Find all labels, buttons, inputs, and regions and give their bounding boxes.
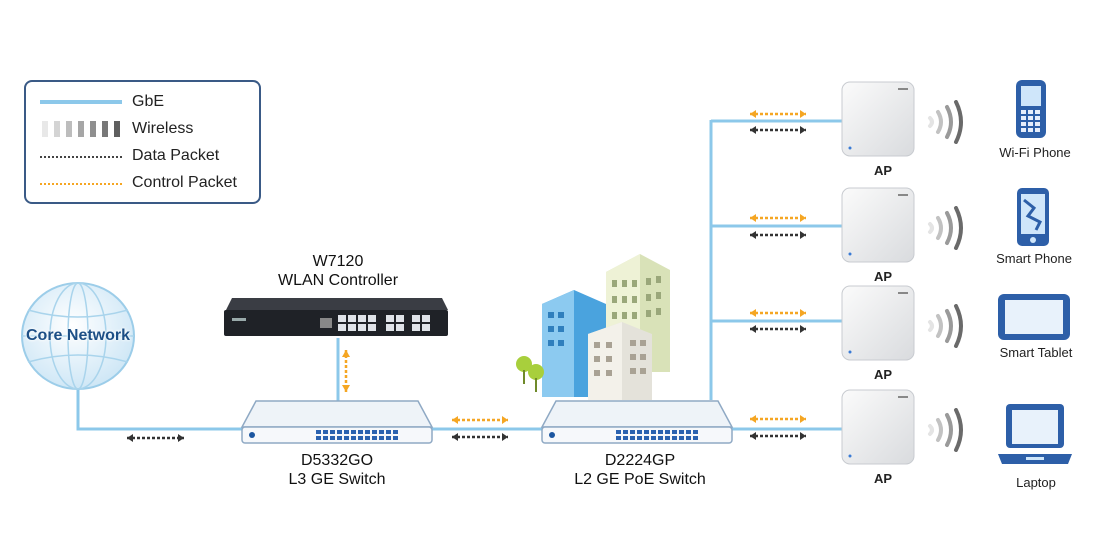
l3-switch-role: L3 GE Switch (288, 471, 386, 488)
l3-switch-device (240, 400, 434, 444)
controller-role: WLAN Controller (277, 272, 399, 289)
client-label-smart-tablet: Smart Tablet (999, 345, 1073, 360)
wireless-bars-icon (42, 121, 120, 137)
globe-icon (21, 282, 135, 390)
access-point-device (841, 187, 915, 263)
wireless-signal-icon (928, 408, 963, 452)
l2-switch-label: D2224GP L2 GE PoE Switch (560, 451, 720, 489)
core-network-label: Core Network (25, 327, 131, 344)
legend-label: GbE (132, 93, 165, 110)
legend-label: Wireless (132, 120, 194, 137)
ap-label: AP (874, 471, 893, 486)
access-point-device (841, 81, 915, 157)
l2-switch-role: L2 GE PoE Switch (574, 471, 706, 488)
legend-item-wireless: Wireless (40, 119, 250, 139)
laptop-icon (998, 404, 1072, 464)
ap-label: AP (874, 367, 893, 382)
wireless-signal-icon (928, 206, 963, 250)
wireless-signal-icon (928, 100, 963, 144)
legend-label: Data Packet (132, 147, 220, 164)
gbe-link-core-l3 (76, 385, 246, 431)
controller-model: W7120 (312, 253, 364, 270)
legend-label: Control Packet (132, 174, 237, 191)
wlan-controller-device (224, 298, 448, 336)
client-label-smart-phone: Smart Phone (996, 251, 1072, 266)
l3-switch-model: D5332GO (300, 452, 374, 469)
legend-box: GbE Wireless Data Packet Control Packet (24, 80, 261, 204)
l2-switch-device (540, 400, 734, 444)
wifi-phone-icon (1016, 80, 1046, 138)
controller-label: W7120 WLAN Controller (268, 252, 408, 290)
access-point-device (841, 389, 915, 465)
smart-tablet-icon (998, 294, 1070, 340)
client-label-wifi-phone: Wi-Fi Phone (999, 145, 1071, 160)
ap-label: AP (874, 269, 893, 284)
client-label-laptop: Laptop (1016, 475, 1056, 490)
l2-switch-model: D2224GP (604, 452, 676, 469)
buildings-icon (516, 254, 670, 400)
smart-phone-icon (1017, 188, 1049, 246)
legend-item-gbe: GbE (40, 92, 250, 112)
l3-switch-label: D5332GO L3 GE Switch (256, 451, 418, 489)
legend-item-control-packet: Control Packet (40, 173, 250, 193)
ap-label: AP (874, 163, 893, 178)
legend-item-data-packet: Data Packet (40, 146, 250, 166)
data-packet-line-icon (40, 156, 122, 158)
control-packet-line-icon (40, 183, 122, 185)
wireless-signal-icon (928, 304, 963, 348)
gbe-line-icon (40, 100, 122, 104)
access-point-device (841, 285, 915, 361)
